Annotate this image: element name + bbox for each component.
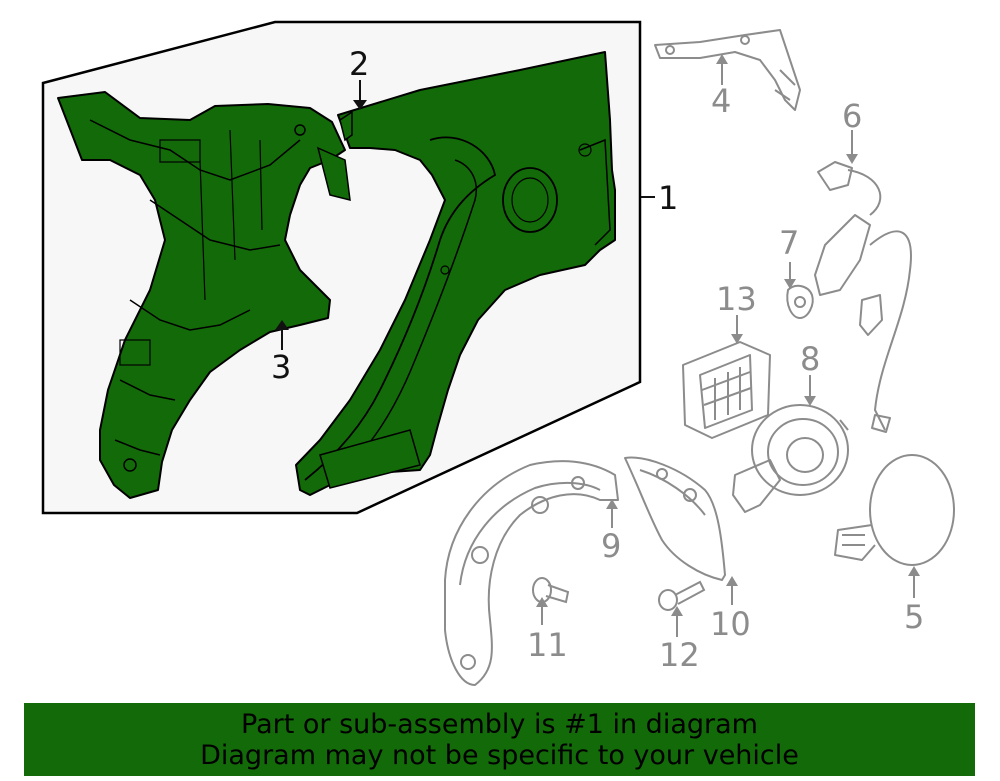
callout-2: 2 [349,45,369,83]
part-8-filler-housing[interactable] [732,404,849,513]
callout-13: 13 [716,280,757,318]
part-5-fuel-door[interactable] [834,454,955,566]
callout-10: 10 [710,605,751,643]
part-11-stud[interactable] [532,577,570,604]
part-6-release-cable[interactable] [814,161,912,433]
callout-3: 3 [271,348,291,386]
part-2-quarter-panel[interactable] [295,51,616,496]
callout-5: 5 [904,598,924,636]
callout-12: 12 [659,636,700,674]
part-7-clip[interactable] [786,284,814,320]
callout-labels: 1 2 3 4 6 7 13 8 9 5 10 11 12 [271,45,924,674]
callout-6: 6 [842,97,862,135]
part-4-bracket[interactable] [654,29,801,111]
part-3-inner-panel[interactable] [57,91,351,499]
banner-line-2: Diagram may not be specific to your vehi… [200,740,799,771]
part-12-screw[interactable] [658,580,706,611]
callout-7: 7 [779,224,799,262]
part-10-splash-shield[interactable] [624,456,726,581]
banner-line-1: Part or sub-assembly is #1 in diagram [241,709,758,740]
callout-8: 8 [800,340,820,378]
callout-9: 9 [601,527,621,565]
info-banner: Part or sub-assembly is #1 in diagram Di… [24,703,975,776]
leader-lines [275,54,920,637]
callout-4: 4 [711,82,731,120]
callout-1: 1 [658,179,678,217]
part-13-vent[interactable] [682,341,771,439]
callout-11: 11 [527,626,568,664]
part-9-wheelhouse-liner[interactable] [444,460,619,686]
